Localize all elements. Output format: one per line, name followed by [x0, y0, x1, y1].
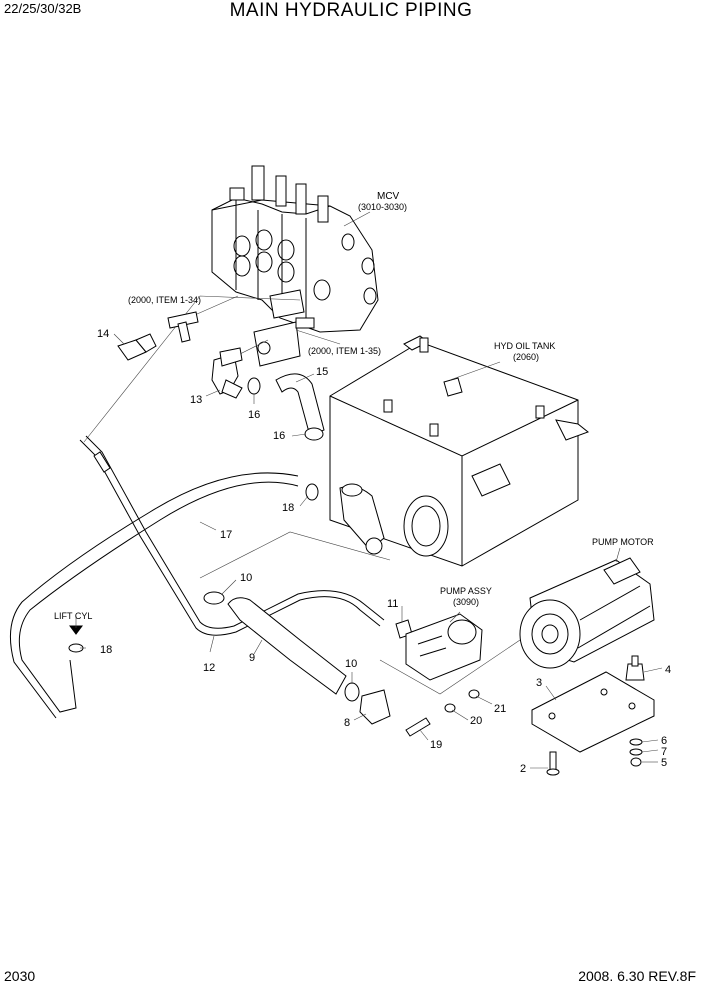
lift-cyl-label: LIFT CYL — [54, 611, 92, 621]
return-hose-17 — [18, 481, 299, 713]
callout-16a: 16 — [248, 409, 260, 421]
hose-clamp-10a — [203, 591, 225, 605]
mcv-ref-label: (3010-3030) — [358, 202, 407, 212]
motor-bracket-3 — [531, 671, 655, 753]
callout-16b: 16 — [273, 430, 285, 442]
mcv-valve-drawing — [211, 165, 379, 367]
pump-assy-label: PUMP ASSY — [440, 586, 492, 596]
mcv-label: MCV — [377, 191, 400, 202]
page-number: 2030 — [4, 968, 36, 984]
callout-18b: 18 — [100, 644, 112, 656]
revision-date: 2008. 6.30 REV.8F — [578, 968, 696, 984]
callout-21: 21 — [494, 703, 506, 715]
callout-10a: 10 — [240, 572, 252, 584]
bolt-19 — [405, 717, 431, 737]
hyd-tank-ref-label: (2060) — [513, 352, 539, 362]
hose-clamp-18a — [305, 483, 319, 501]
callout-14: 14 — [97, 328, 109, 340]
callout-11: 11 — [387, 598, 398, 610]
callout-7: 7 — [661, 746, 667, 758]
bolt-2 — [549, 751, 557, 771]
washer-7 — [629, 748, 643, 756]
pressure-pipe-12 — [79, 439, 381, 636]
plug-fitting-14 — [117, 311, 199, 361]
callout-15: 15 — [316, 366, 328, 378]
callout-10b: 10 — [345, 658, 357, 670]
hose-clamp-10b — [344, 682, 360, 702]
elbow-fitting-8 — [359, 689, 391, 725]
callout-17: 17 — [220, 529, 232, 541]
elbow-fitting-13 — [211, 347, 243, 399]
hose-clamp-16a — [247, 377, 261, 395]
callout-5: 5 — [661, 757, 667, 769]
suction-hose-9 — [227, 597, 347, 695]
hose-clamp-16b — [304, 427, 324, 441]
callout-leaders — [80, 211, 663, 769]
item-1-34-label: (2000, ITEM 1-34) — [128, 295, 201, 305]
callout-20: 20 — [470, 715, 482, 727]
callout-3: 3 — [536, 677, 542, 689]
callout-2: 2 — [520, 763, 526, 775]
washer-6 — [629, 738, 643, 746]
callout-9: 9 — [249, 652, 255, 664]
callout-13: 13 — [190, 394, 202, 406]
pump-motor — [519, 557, 655, 669]
pump-motor-label: PUMP MOTOR — [592, 537, 654, 547]
suction-hose-15 — [275, 373, 325, 437]
callout-8: 8 — [344, 717, 350, 729]
pump-assy-ref-label: (3090) — [453, 597, 479, 607]
page-title: MAIN HYDRAULIC PIPING — [229, 0, 473, 21]
pump-assembly — [405, 613, 483, 681]
callout-19: 19 — [430, 739, 442, 751]
callout-18a: 18 — [282, 502, 294, 514]
callout-4: 4 — [665, 664, 671, 676]
callout-6: 6 — [661, 735, 667, 747]
callout-12: 12 — [203, 662, 215, 674]
hydraulic-oil-tank — [329, 335, 590, 567]
item-1-35-label: (2000, ITEM 1-35) — [308, 346, 381, 356]
nut-5 — [630, 757, 642, 767]
hyd-tank-label: HYD OIL TANK — [494, 341, 555, 351]
model-number: 22/25/30/32B — [4, 1, 82, 16]
